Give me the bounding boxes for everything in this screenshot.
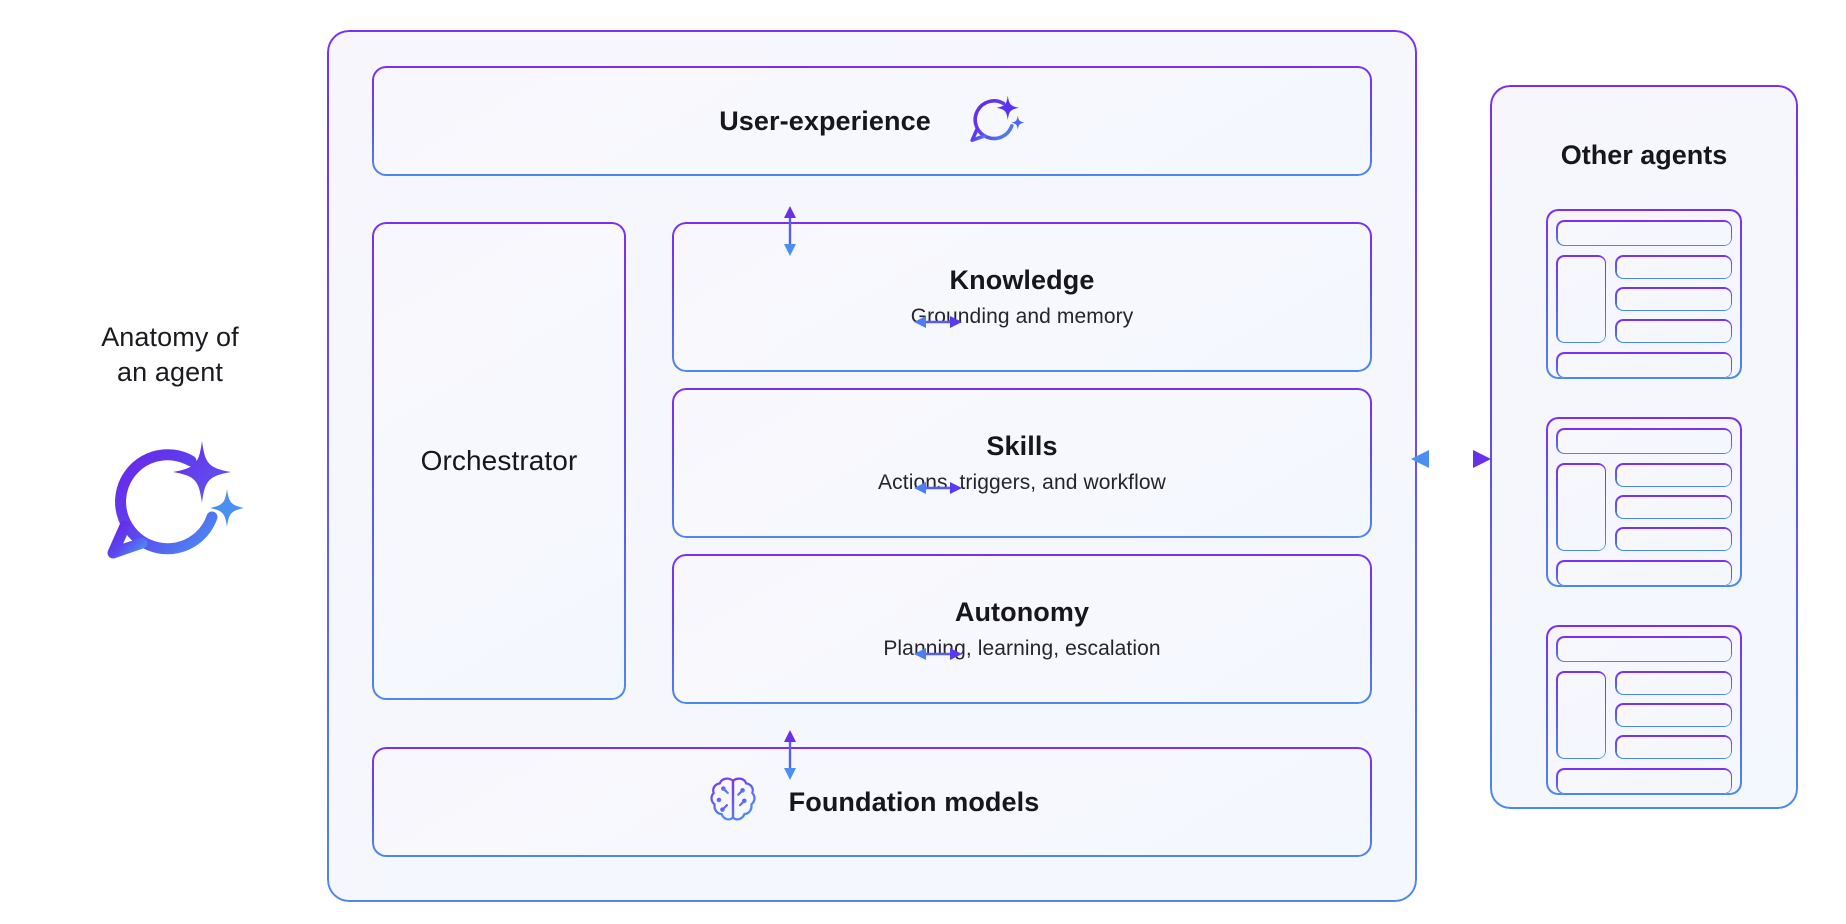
copilot-sparkle-icon — [965, 89, 1025, 154]
agent-card-footer-placeholder — [1556, 768, 1732, 794]
connector-orchestrator-to-skills — [914, 478, 962, 503]
agent-card-header-placeholder — [1556, 636, 1732, 662]
copilot-sparkle-icon — [40, 425, 300, 575]
caption-title-line-1: Anatomy of — [101, 322, 239, 352]
brain-circuit-icon — [705, 772, 761, 833]
agent-card-line-placeholder — [1615, 703, 1732, 727]
agent-card-line-placeholder — [1615, 463, 1732, 487]
foundation-models-title: Foundation models — [788, 786, 1040, 817]
orchestrator-title: Orchestrator — [420, 445, 578, 476]
agent-card-thumbnail-placeholder — [1556, 463, 1606, 551]
agent-card-footer-placeholder — [1556, 352, 1732, 378]
other-agents-title: Other agents — [1560, 140, 1728, 170]
skills-card[interactable]: Skills Actions, triggers, and workflow — [672, 388, 1372, 538]
knowledge-card[interactable]: Knowledge Grounding and memory — [672, 222, 1372, 372]
anatomy-caption: Anatomy of an agent — [40, 320, 300, 575]
agent-card-footer-placeholder — [1556, 560, 1732, 586]
agent-card-line-placeholder — [1615, 287, 1732, 311]
agent-card-header-placeholder — [1556, 220, 1732, 246]
connector-user-experience-to-orchestrator — [779, 206, 801, 261]
other-agent-card[interactable] — [1546, 209, 1742, 379]
user-experience-title: User-experience — [719, 105, 931, 136]
user-experience-card[interactable]: User-experience — [372, 66, 1372, 176]
caption-title: Anatomy of an agent — [40, 320, 300, 389]
connector-orchestrator-to-knowledge — [914, 312, 962, 337]
connector-orchestrator-to-foundation — [779, 730, 801, 785]
foundation-models-card[interactable]: Foundation models — [372, 747, 1372, 857]
other-agent-card[interactable] — [1546, 417, 1742, 587]
connector-agent-to-other-agents — [1411, 447, 1491, 476]
agent-card-header-placeholder — [1556, 428, 1732, 454]
autonomy-card[interactable]: Autonomy Planning, learning, escalation — [672, 554, 1372, 704]
agent-card-thumbnail-placeholder — [1556, 671, 1606, 759]
agent-card-line-placeholder — [1615, 495, 1732, 519]
agent-card-line-placeholder — [1615, 255, 1732, 279]
skills-title: Skills — [986, 431, 1058, 461]
knowledge-subtitle: Grounding and memory — [910, 305, 1134, 328]
connector-orchestrator-to-autonomy — [914, 644, 962, 669]
knowledge-title: Knowledge — [949, 265, 1095, 295]
caption-title-line-2: an agent — [117, 356, 223, 387]
autonomy-title: Autonomy — [954, 597, 1090, 627]
orchestrator-card[interactable]: Orchestrator — [372, 222, 626, 700]
agent-anatomy-container: User-experience — [327, 30, 1417, 902]
other-agent-card[interactable] — [1546, 625, 1742, 795]
other-agents-panel: Other agents — [1490, 85, 1798, 809]
agent-card-line-placeholder — [1615, 527, 1732, 551]
agent-card-line-placeholder — [1615, 735, 1732, 759]
agent-card-thumbnail-placeholder — [1556, 255, 1606, 343]
agent-card-line-placeholder — [1615, 671, 1732, 695]
agent-card-line-placeholder — [1615, 319, 1732, 343]
